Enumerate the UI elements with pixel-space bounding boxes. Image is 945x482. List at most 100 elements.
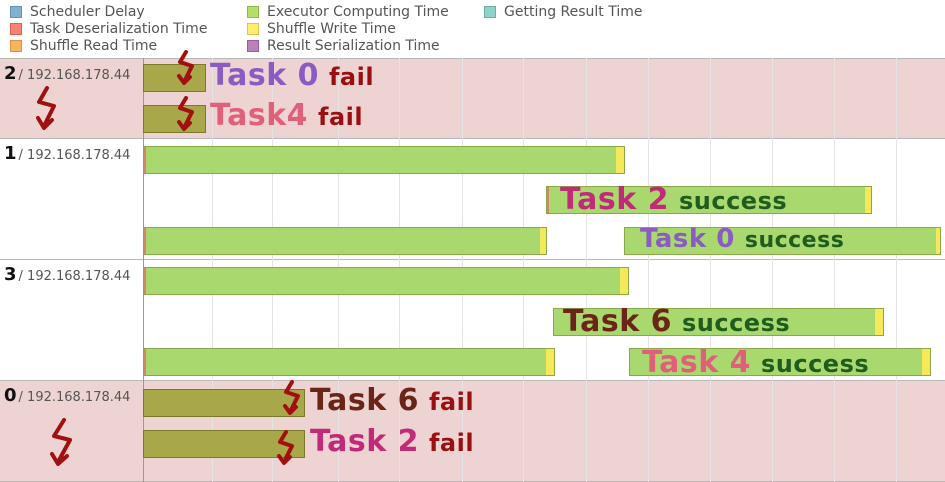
failure-arrow-icon — [277, 430, 294, 465]
executor-host: / 192.168.178.44 — [18, 68, 131, 83]
shuffle-write-segment — [875, 309, 883, 335]
executor-label: 3 / 192.168.178.44 — [4, 264, 130, 285]
annotation-task0-fail: Task 0 fail — [210, 58, 374, 93]
annotation-task-label: Task 0 — [640, 224, 735, 254]
annotation-status-label: success — [681, 309, 791, 337]
executor-id: 1 — [4, 143, 17, 164]
annotation-task4-fail: Task4 fail — [210, 98, 363, 133]
gridline — [648, 58, 649, 482]
legend-swatch-result-serialization — [247, 40, 259, 52]
shuffle-write-segment — [540, 228, 546, 254]
annotation-task2-success: Task 2 success — [560, 182, 787, 217]
annotation-status-label: fail — [428, 429, 475, 457]
shuffle-write-segment — [922, 349, 930, 375]
task-bar[interactable] — [143, 146, 625, 174]
legend-scheduler-delay: Scheduler Delay — [10, 4, 145, 20]
executor-computing-segment — [630, 349, 922, 375]
annotation-status-label: success — [744, 228, 845, 253]
deserialization-segment — [547, 187, 549, 213]
executor-label: 2 / 192.168.178.44 — [4, 63, 130, 84]
executor-host: / 192.168.178.44 — [18, 269, 131, 284]
annotation-task-label: Task 2 — [310, 424, 419, 459]
task-bar[interactable] — [143, 348, 555, 376]
legend-shuffle-read: Shuffle Read Time — [10, 38, 157, 54]
executor-lane-2: 2 / 192.168.178.44 — [0, 58, 945, 138]
annotation-task-label: Task4 — [210, 98, 309, 133]
timeline-legend: Scheduler Delay Task Deserialization Tim… — [0, 0, 945, 58]
annotation-status-label: fail — [428, 388, 475, 416]
task-bar-task0-success[interactable] — [624, 227, 941, 255]
failure-arrow-icon — [50, 418, 72, 466]
executor-host: / 192.168.178.44 — [18, 148, 131, 163]
gridline — [772, 58, 773, 482]
annotation-status-label: success — [678, 187, 788, 215]
task-bar-task2-success[interactable] — [546, 186, 872, 214]
annotation-task-label: Task 2 — [560, 182, 669, 217]
executor-computing-segment — [146, 147, 616, 173]
legend-swatch-shuffle-write — [247, 23, 259, 35]
executor-computing-segment — [146, 228, 540, 254]
shuffle-write-segment — [546, 349, 554, 375]
executor-lane-3: 3 / 192.168.178.44 — [0, 259, 945, 380]
executor-computing-segment — [144, 65, 205, 91]
annotation-task-label: Task 6 — [563, 304, 672, 339]
deserialization-segment — [144, 268, 146, 294]
executor-id: 0 — [4, 385, 17, 406]
legend-label: Shuffle Write Time — [267, 21, 396, 37]
gridline — [834, 58, 835, 482]
legend-label: Executor Computing Time — [267, 4, 449, 20]
annotation-status-label: fail — [328, 63, 375, 91]
executor-computing-segment — [146, 268, 620, 294]
shuffle-write-segment — [865, 187, 871, 213]
executor-computing-segment — [144, 106, 205, 132]
annotation-task6-success: Task 6 success — [563, 304, 790, 339]
executor-computing-segment — [625, 228, 936, 254]
task-bar[interactable] — [143, 227, 547, 255]
legend-label: Scheduler Delay — [30, 4, 145, 20]
gridline — [896, 58, 897, 482]
executor-id: 3 — [4, 264, 17, 285]
task-bar-task6-failed[interactable] — [143, 389, 305, 417]
failure-arrow-icon — [36, 86, 56, 130]
legend-shuffle-write: Shuffle Write Time — [247, 21, 396, 37]
annotation-task-label: Task 4 — [642, 345, 751, 380]
legend-result-serialization: Result Serialization Time — [247, 38, 440, 54]
task-bar-task4-success[interactable] — [629, 348, 931, 376]
deserialization-segment — [144, 147, 146, 173]
executor-id: 2 — [4, 63, 17, 84]
legend-task-deserialization: Task Deserialization Time — [10, 21, 207, 37]
annotation-task-label: Task 0 — [210, 58, 319, 93]
annotation-task2-fail: Task 2 fail — [310, 424, 474, 459]
executor-computing-segment — [146, 349, 546, 375]
executor-timeline: 2 / 192.168.178.44 1 / 192.168.178.44 3 … — [0, 50, 945, 482]
annotation-task0-success: Task 0 success — [640, 224, 844, 254]
legend-swatch-shuffle-read — [10, 40, 22, 52]
legend-swatch-executor-computing — [247, 6, 259, 18]
annotation-task6-fail: Task 6 fail — [310, 383, 474, 418]
annotation-task4-success: Task 4 success — [642, 345, 869, 380]
legend-executor-computing: Executor Computing Time — [247, 4, 449, 20]
executor-label: 0 / 192.168.178.44 — [4, 385, 130, 406]
legend-getting-result: Getting Result Time — [484, 4, 643, 20]
executor-lane-1: 1 / 192.168.178.44 — [0, 138, 945, 259]
gridline — [710, 58, 711, 482]
executor-computing-segment — [144, 431, 304, 457]
shuffle-write-segment — [936, 228, 940, 254]
executor-computing-segment — [554, 309, 875, 335]
task-bar-task4-failed[interactable] — [143, 105, 206, 133]
annotation-status-label: fail — [318, 103, 364, 131]
shuffle-write-segment — [616, 147, 624, 173]
annotation-task-label: Task 6 — [310, 383, 419, 418]
task-bar-task6-success[interactable] — [553, 308, 884, 336]
legend-label: Getting Result Time — [504, 4, 643, 20]
annotation-status-label: success — [760, 350, 870, 378]
executor-host: / 192.168.178.44 — [18, 390, 131, 405]
legend-swatch-getting-result — [484, 6, 496, 18]
task-bar-task2-failed[interactable] — [143, 430, 305, 458]
deserialization-segment — [144, 349, 146, 375]
failure-arrow-icon — [283, 380, 300, 415]
failure-arrow-icon — [177, 96, 194, 131]
legend-swatch-task-deserialization — [10, 23, 22, 35]
task-bar-task0-failed[interactable] — [143, 64, 206, 92]
task-bar[interactable] — [143, 267, 629, 295]
